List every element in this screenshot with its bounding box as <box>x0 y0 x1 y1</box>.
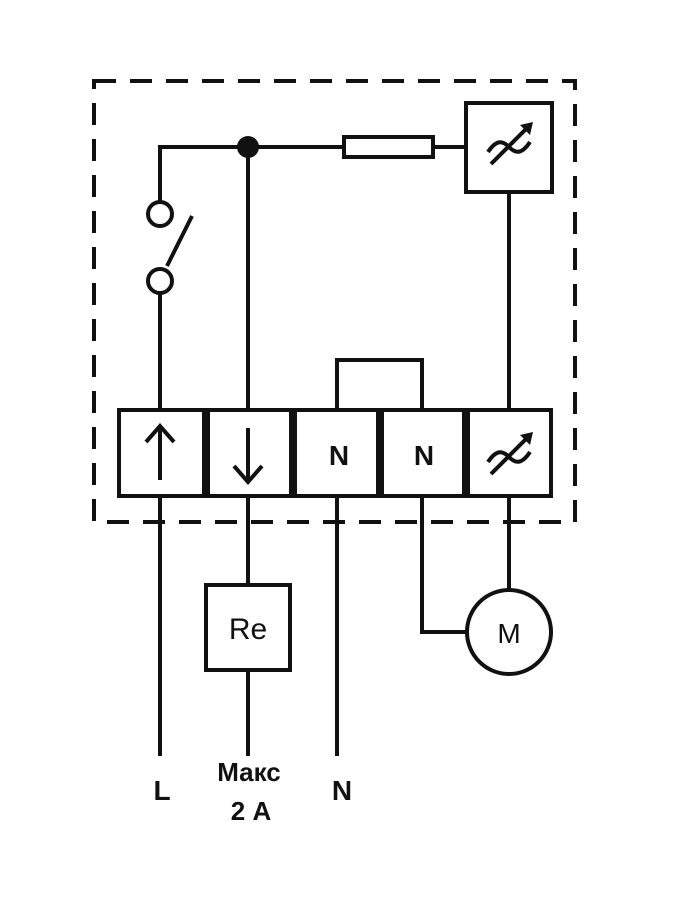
external-wiring <box>158 496 511 756</box>
switch <box>146 200 194 295</box>
terminal-n-label-1: N <box>329 440 349 471</box>
motor: M <box>465 588 553 676</box>
device-enclosure <box>92 79 577 524</box>
top-variable-resistor-box <box>464 101 554 194</box>
terminal-block: N N <box>117 408 553 498</box>
relay-box: Re <box>204 583 292 672</box>
label-l: L <box>153 775 170 806</box>
relay-label: Re <box>229 613 267 646</box>
internal-wiring <box>158 145 511 410</box>
arrow-down-icon <box>232 428 264 486</box>
junction-dot <box>237 136 259 158</box>
label-max-line1: Макс <box>217 757 281 787</box>
motor-label: M <box>497 618 520 649</box>
terminal-n-label-2: N <box>414 440 434 471</box>
label-n: N <box>332 775 352 806</box>
resistor <box>342 135 435 159</box>
arrow-up-icon <box>144 422 176 480</box>
variable-resistor-icon <box>486 122 533 166</box>
variable-resistor-icon <box>486 432 533 476</box>
label-max-line2: 2 А <box>231 796 272 826</box>
